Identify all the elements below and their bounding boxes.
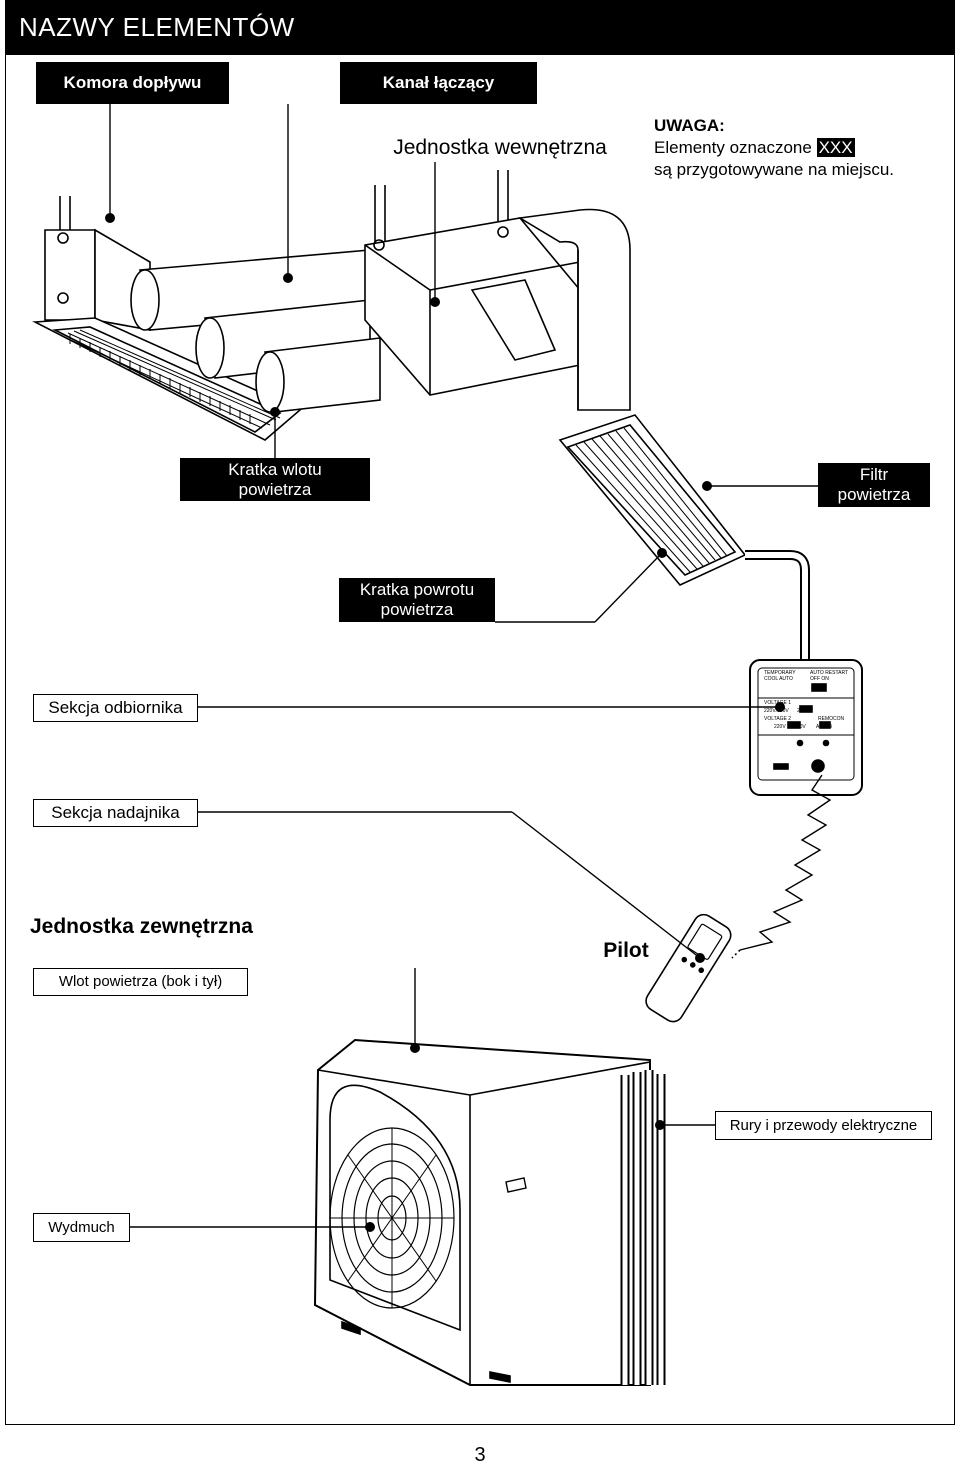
label-outdoor-unit: Jednostka zewnętrzna — [30, 914, 253, 938]
label-indoor-unit: Jednostka wewnętrzna — [393, 135, 607, 159]
label-air-inlet: Wlot powietrza (bok i tył) — [33, 968, 248, 996]
note-marker: XXX — [816, 138, 855, 158]
section-header: NAZWY ELEMENTÓW — [5, 0, 955, 55]
label-return-grille: Kratka powrotu powietrza — [339, 578, 495, 622]
note: UWAGA: Elementy oznaczone XXX są przygot… — [654, 115, 950, 181]
switch1-label: TEMPORARY COOL AUTO — [764, 670, 796, 683]
label-pipes-wires: Rury i przewody elektryczne — [715, 1111, 932, 1140]
note-line-2: są przygotowywane na miejscu. — [654, 160, 895, 180]
page-title: NAZWY ELEMENTÓW — [19, 12, 295, 42]
label-air-filter: Filtr powietrza — [818, 463, 930, 507]
voltage2-label: VOLTAGE 2 — [764, 716, 792, 722]
voltage1-options: 220V/230V 240V — [764, 708, 809, 714]
label-outlet: Wydmuch — [33, 1213, 130, 1242]
label-supply-chamber: Komora dopływu — [36, 62, 229, 104]
label-transmitter-section: Sekcja nadajnika — [33, 799, 198, 827]
label-supply-grille: Kratka wlotu powietrza — [180, 458, 370, 501]
switch2-label: AUTO RESTART OFF ON — [810, 670, 848, 683]
remocon-options: A B — [816, 724, 833, 730]
voltage1-label: VOLTAGE 1 — [764, 700, 792, 706]
remocon-label: REMOCON — [818, 716, 845, 722]
note-line-1: Elementy oznaczone XXX — [654, 137, 950, 159]
receiver-panel-text: TEMPORARY COOL AUTO AUTO RESTART OFF ON … — [760, 668, 854, 748]
label-remote: Pilot — [603, 938, 649, 962]
note-line-1-prefix: Elementy oznaczone — [654, 138, 812, 158]
label-connecting-duct: Kanał łączący — [340, 62, 537, 104]
voltage2-options: 220V 230V — [774, 724, 806, 730]
note-title: UWAGA: — [654, 116, 725, 135]
label-receiver-section: Sekcja odbiornika — [33, 694, 198, 722]
page-number: 3 — [474, 1444, 486, 1466]
